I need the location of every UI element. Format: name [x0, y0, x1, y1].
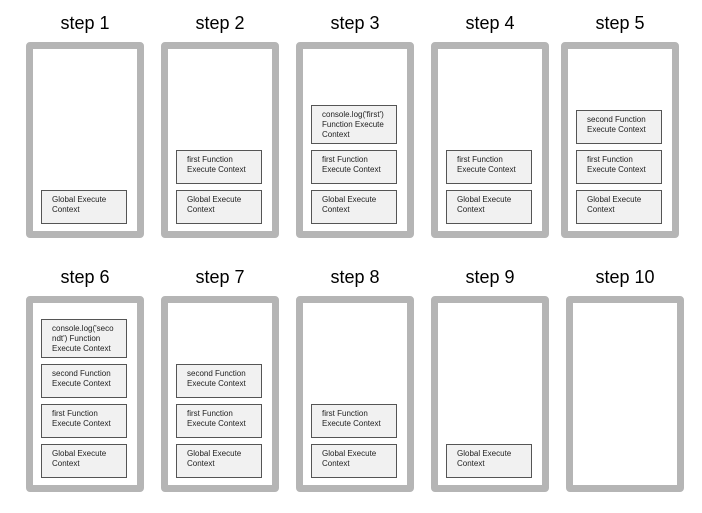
call-stack: Global Execute Context first Function Exe…: [161, 296, 279, 492]
execution-context-frame: first Function Execute Context: [176, 404, 262, 438]
stack-frames: Global Execute Context first Function Exe…: [446, 150, 532, 224]
step-title: step 7: [195, 267, 245, 287]
execution-context-frame: first Function Execute Context: [311, 404, 397, 438]
execution-context-frame: console.log('first') Function Execute Co…: [311, 105, 397, 144]
execution-context-frame: first Function Execute Context: [446, 150, 532, 184]
execution-context-frame: second Function Execute Context: [176, 364, 262, 398]
stack-frames: Global Execute Context first Function Exe…: [311, 404, 397, 478]
step-title: step 2: [195, 13, 245, 33]
step-title: step 5: [595, 13, 645, 33]
step-title: step 1: [60, 13, 110, 33]
call-stack: Global Execute Context first Function Exe…: [26, 296, 144, 492]
execution-context-frame: Global Execute Context: [176, 190, 262, 224]
execution-context-frame: second Function Execute Context: [576, 110, 662, 144]
execution-context-frame: Global Execute Context: [41, 444, 127, 478]
stack-frames: Global Execute Context: [446, 444, 532, 478]
stack-frames: Global Execute Context first Function Exe…: [576, 110, 662, 224]
call-stack: Global Execute Context first Function Exe…: [161, 42, 279, 238]
execution-context-frame: Global Execute Context: [446, 444, 532, 478]
step-title: step 10: [595, 267, 655, 287]
call-stack: Global Execute Context: [26, 42, 144, 238]
step-title: step 9: [465, 267, 515, 287]
execution-context-frame: Global Execute Context: [311, 190, 397, 224]
execution-context-frame: first Function Execute Context: [576, 150, 662, 184]
execution-context-frame: console.log('seco ndt') Function Execute…: [41, 319, 127, 358]
call-stack: Global Execute Context first Function Exe…: [296, 296, 414, 492]
execution-context-frame: first Function Execute Context: [176, 150, 262, 184]
execution-context-frame: second Function Execute Context: [41, 364, 127, 398]
stack-frames: Global Execute Context first Function Exe…: [176, 150, 262, 224]
call-stack: Global Execute Context first Function Exe…: [561, 42, 679, 238]
stack-frames: Global Execute Context: [41, 190, 127, 224]
step-title: step 8: [330, 267, 380, 287]
call-stack: Global Execute Context first Function Exe…: [296, 42, 414, 238]
execution-context-frame: Global Execute Context: [311, 444, 397, 478]
stack-frames: Global Execute Context first Function Exe…: [41, 319, 127, 478]
execution-context-frame: Global Execute Context: [446, 190, 532, 224]
call-stack: Global Execute Context first Function Exe…: [431, 42, 549, 238]
step-title: step 3: [330, 13, 380, 33]
call-stack: Global Execute Context: [431, 296, 549, 492]
execution-context-frame: Global Execute Context: [41, 190, 127, 224]
execution-context-frame: Global Execute Context: [576, 190, 662, 224]
step-title: step 4: [465, 13, 515, 33]
execution-context-frame: Global Execute Context: [176, 444, 262, 478]
execution-context-frame: first Function Execute Context: [41, 404, 127, 438]
stack-frames: Global Execute Context first Function Exe…: [176, 364, 262, 478]
call-stack: [566, 296, 684, 492]
step-title: step 6: [60, 267, 110, 287]
execution-context-frame: first Function Execute Context: [311, 150, 397, 184]
stack-frames: Global Execute Context first Function Exe…: [311, 105, 397, 224]
